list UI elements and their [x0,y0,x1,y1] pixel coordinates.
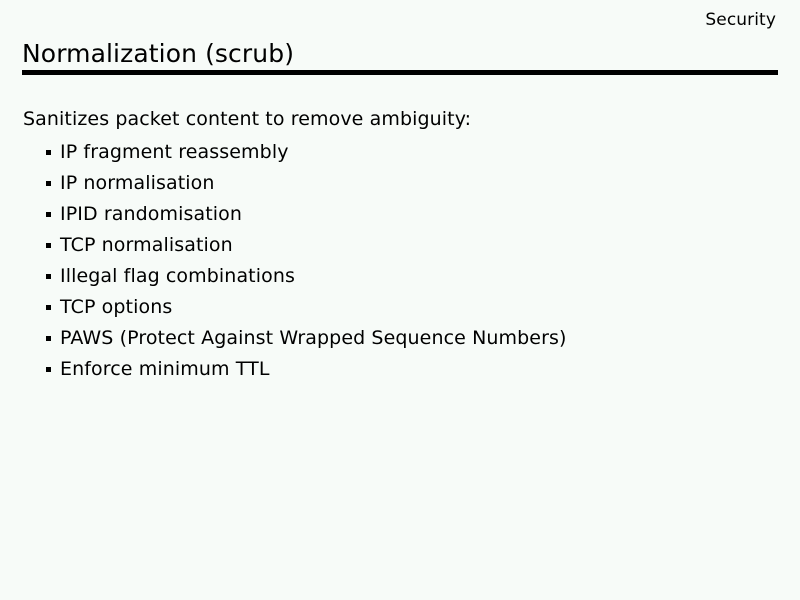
list-item-label: IP fragment reassembly [60,141,289,163]
square-bullet-icon [46,243,51,248]
page-title: Normalization (scrub) [22,39,295,68]
list-item: IP normalisation [46,170,567,201]
bullet-list: IP fragment reassembly IP normalisation … [46,139,567,387]
square-bullet-icon [46,336,51,341]
list-item-label: Enforce minimum TTL [60,358,270,380]
square-bullet-icon [46,305,51,310]
list-item-label: TCP normalisation [60,234,233,256]
title-divider [22,70,778,75]
list-item-label: Illegal flag combinations [60,265,295,287]
intro-text: Sanitizes packet content to remove ambig… [23,108,472,130]
list-item: Enforce minimum TTL [46,356,567,387]
square-bullet-icon [46,274,51,279]
square-bullet-icon [46,181,51,186]
square-bullet-icon [46,150,51,155]
list-item-label: IP normalisation [60,172,215,194]
list-item-label: PAWS (Protect Against Wrapped Sequence N… [60,327,567,349]
running-header: Security [705,10,776,30]
square-bullet-icon [46,212,51,217]
square-bullet-icon [46,367,51,372]
list-item: Illegal flag combinations [46,263,567,294]
list-item-label: TCP options [60,296,173,318]
list-item-label: IPID randomisation [60,203,243,225]
list-item: PAWS (Protect Against Wrapped Sequence N… [46,325,567,356]
list-item: TCP normalisation [46,232,567,263]
list-item: TCP options [46,294,567,325]
list-item: IPID randomisation [46,201,567,232]
list-item: IP fragment reassembly [46,139,567,170]
